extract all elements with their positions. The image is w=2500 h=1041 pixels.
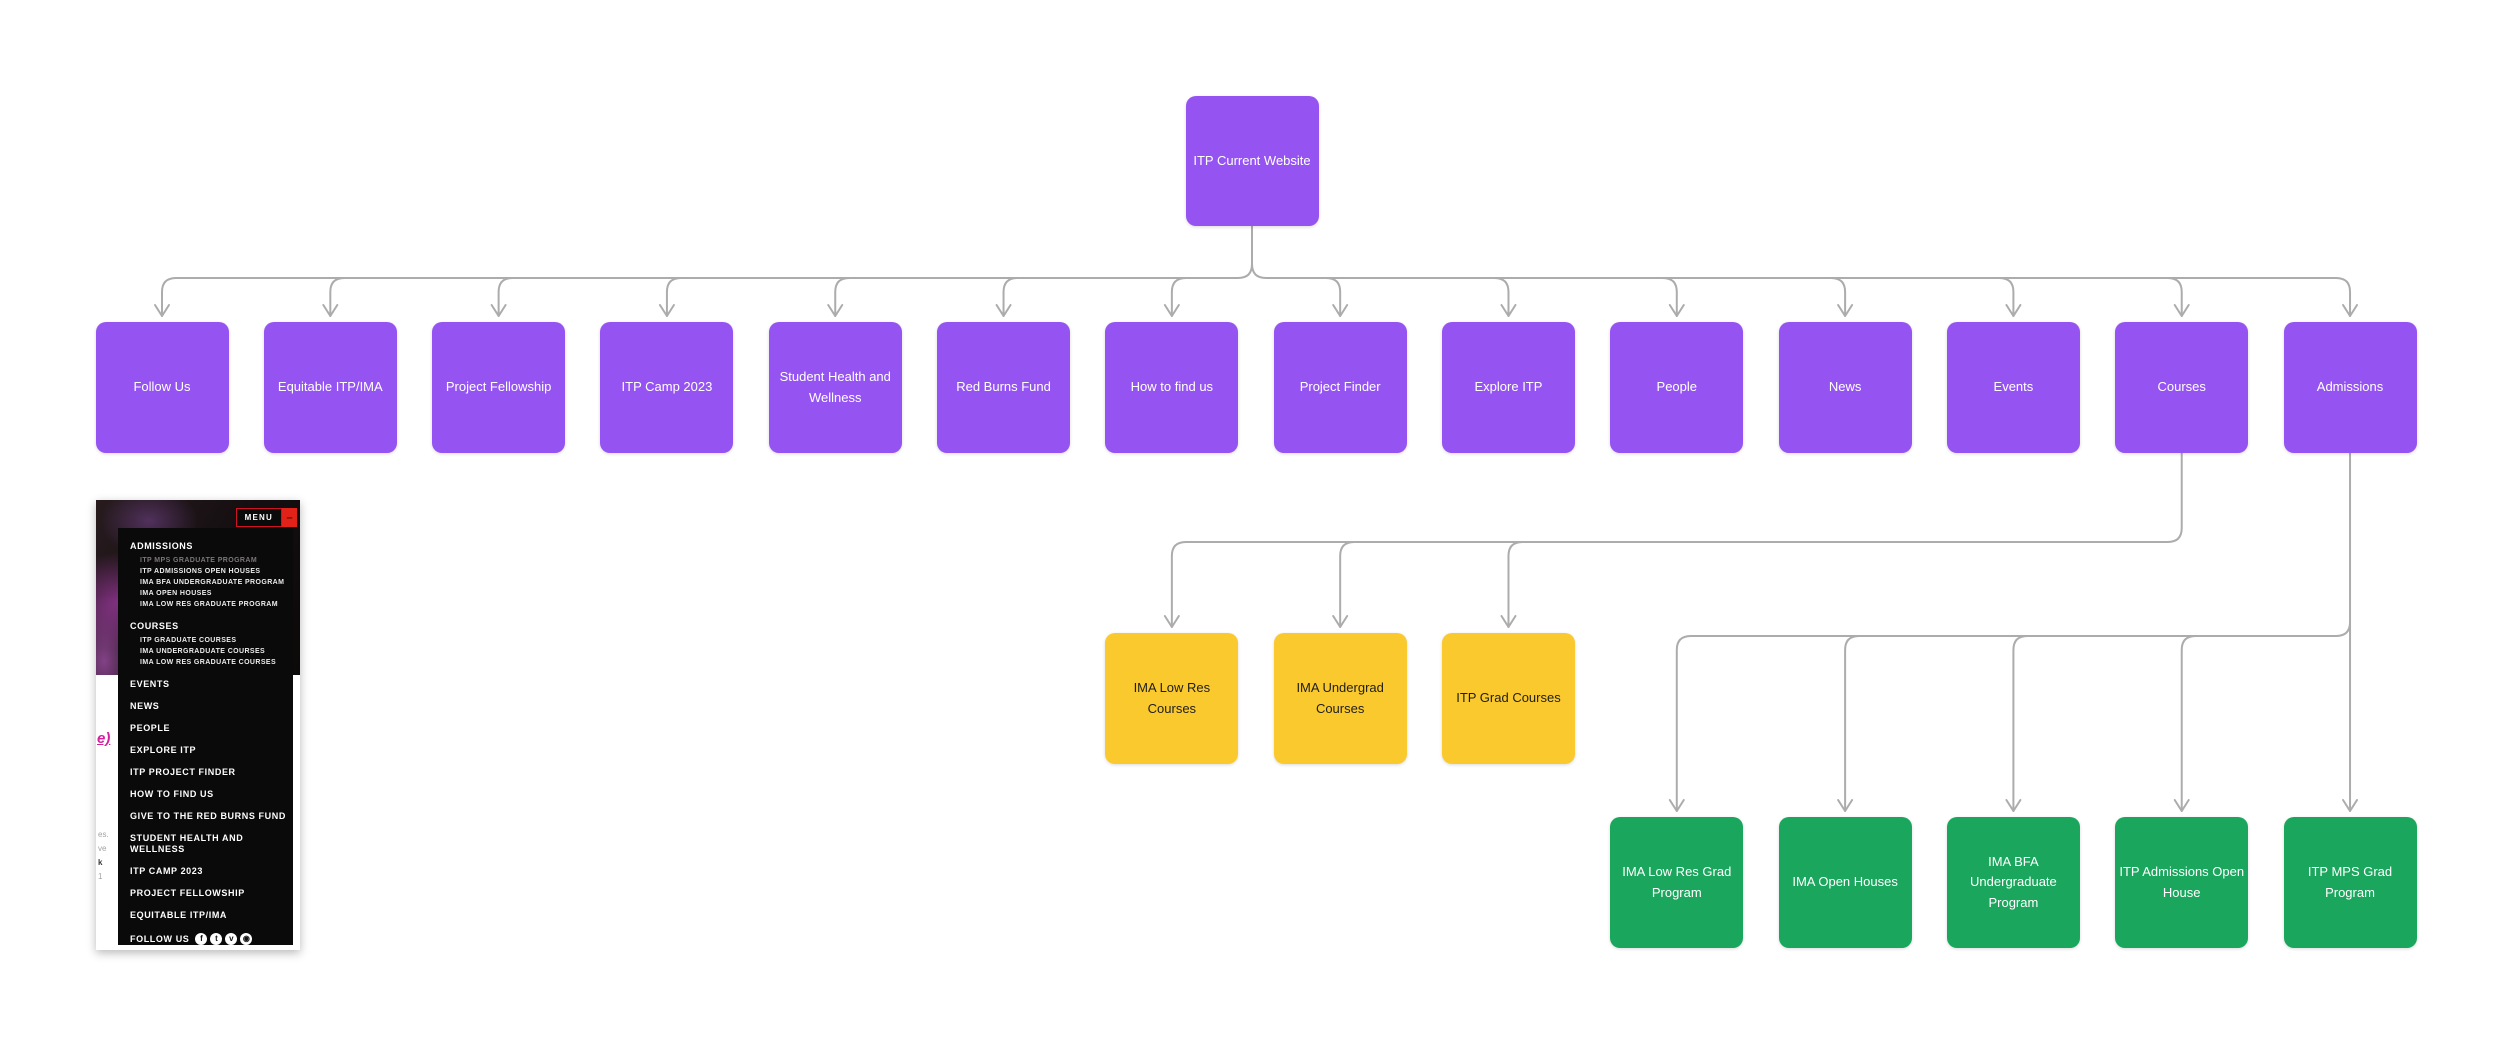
page-text-fragments: es. ve k 1: [98, 828, 109, 884]
menu-subitem-itp-admissions-open-houses: ITP ADMISSIONS OPEN HOUSES: [140, 568, 261, 575]
node-itp-current-website[interactable]: ITP Current Website: [1185, 96, 1319, 226]
page-fragment: es.: [98, 830, 109, 839]
node-label: ITP Camp 2023: [621, 379, 713, 395]
menu-subitems: ITP GRADUATE COURSES IMA UNDERGRADUATE CO…: [140, 635, 287, 668]
node-label: Project Finder: [1299, 379, 1381, 395]
node-how-to-find-us[interactable]: How to find us: [1105, 322, 1239, 453]
page-fragment: k: [98, 858, 103, 867]
instagram-icon: ◉: [240, 933, 253, 945]
node-label: IMA Open Houses: [1792, 874, 1898, 890]
node-label: IMA Low Res Courses: [1133, 680, 1211, 716]
menu-item-itp-camp-2023: ITP CAMP 2023: [130, 866, 203, 876]
page-fragment: ve: [98, 844, 107, 853]
twitter-icon: t: [210, 933, 223, 945]
node-label: News: [1828, 379, 1862, 395]
site-menu-panel: ADMISSIONS ITP MPS GRADUATE PROGRAM ITP AD…: [118, 528, 293, 945]
page-fragment: 1: [98, 872, 103, 881]
node-label: Equitable ITP/IMA: [277, 379, 383, 395]
node-people[interactable]: People: [1610, 322, 1744, 453]
node-courses[interactable]: Courses: [2115, 322, 2249, 453]
menu-subitem-itp-mps-graduate-program: ITP MPS GRADUATE PROGRAM: [140, 557, 258, 564]
node-label: Explore ITP: [1474, 379, 1543, 395]
menu-subitem-ima-bfa-undergraduate-program: IMA BFA UNDERGRADUATE PROGRAM: [140, 579, 285, 586]
node-itp-mps-grad-program[interactable]: ITP MPS Grad Program: [2283, 817, 2417, 948]
menu-subitem-ima-low-res-graduate-program: IMA LOW RES GRADUATE PROGRAM: [140, 601, 278, 608]
menu-item-equitable-itp-ima: EQUITABLE ITP/IMA: [130, 910, 228, 920]
menu-subitem-itp-graduate-courses: ITP GRADUATE COURSES: [140, 637, 237, 644]
node-label: Follow Us: [133, 379, 191, 395]
node-ima-low-res-courses[interactable]: IMA Low Res Courses: [1105, 633, 1239, 764]
menu-subitem-ima-undergraduate-courses: IMA UNDERGRADUATE COURSES: [140, 648, 266, 655]
menu-item-give-to-the-red-burns-fund: GIVE TO THE RED BURNS FUND: [130, 811, 286, 821]
node-follow-us[interactable]: Follow Us: [95, 322, 229, 453]
node-student-health-and-wellness[interactable]: Student Health and Wellness: [768, 322, 902, 453]
node-label: How to find us: [1130, 379, 1214, 395]
node-ima-bfa-undergraduate-program[interactable]: IMA BFA Undergraduate Program: [1946, 817, 2080, 948]
node-project-finder[interactable]: Project Finder: [1273, 322, 1407, 453]
node-label: IMA BFA Undergraduate Program: [1970, 854, 2057, 910]
node-ima-low-res-grad-program[interactable]: IMA Low Res Grad Program: [1610, 817, 1744, 948]
node-ima-undergrad-courses[interactable]: IMA Undergrad Courses: [1273, 633, 1407, 764]
node-project-fellowship[interactable]: Project Fellowship: [432, 322, 566, 453]
node-itp-admissions-open-house[interactable]: ITP Admissions Open House: [2115, 817, 2249, 948]
node-label: People: [1656, 379, 1698, 395]
node-label: IMA Undergrad Courses: [1296, 680, 1384, 716]
node-label: Student Health and Wellness: [779, 369, 891, 405]
node-label: Events: [1993, 379, 2034, 395]
menu-item-events: EVENTS: [130, 679, 170, 689]
node-admissions[interactable]: Admissions: [2283, 322, 2417, 453]
website-screenshot-thumbnail[interactable]: e) es. ve k 1 MENU – ADMISSIONS ITP MPS GRAD…: [96, 500, 300, 950]
node-label: ITP Grad Courses: [1456, 690, 1561, 706]
menu-item-news: NEWS: [130, 701, 160, 711]
node-label: Project Fellowship: [445, 379, 552, 395]
menu-item-courses: COURSES: [130, 621, 179, 631]
menu-item-people: PEOPLE: [130, 723, 171, 733]
node-red-burns-fund[interactable]: Red Burns Fund: [937, 322, 1071, 453]
node-label: Red Burns Fund: [956, 379, 1051, 395]
facebook-icon: f: [195, 933, 208, 945]
menu-item-how-to-find-us: HOW TO FIND US: [130, 789, 214, 799]
node-ima-open-houses[interactable]: IMA Open Houses: [1778, 817, 1912, 948]
follow-us-label: FOLLOW US: [130, 934, 190, 944]
menu-item-explore-itp: EXPLORE ITP: [130, 745, 197, 755]
site-logo-fragment: e): [97, 730, 111, 747]
node-label: Admissions: [2316, 379, 2384, 395]
menu-item-itp-project-finder: ITP PROJECT FINDER: [130, 767, 236, 777]
menu-item-project-fellowship: PROJECT FELLOWSHIP: [130, 888, 245, 898]
node-label: ITP Current Website: [1193, 152, 1311, 168]
menu-subitems: ITP MPS GRADUATE PROGRAM ITP ADMISSIONS O…: [140, 555, 287, 610]
node-label: Courses: [2157, 379, 2206, 395]
node-equitable-itp-ima[interactable]: Equitable ITP/IMA: [263, 322, 397, 453]
node-label: IMA Low Res Grad Program: [1622, 864, 1732, 900]
node-itp-grad-courses[interactable]: ITP Grad Courses: [1441, 633, 1575, 764]
menu-button-label: MENU: [235, 508, 282, 527]
node-label: ITP Admissions Open House: [2119, 864, 2245, 900]
vimeo-icon: v: [225, 933, 238, 945]
menu-close-icon: –: [282, 508, 297, 527]
menu-subitem-ima-open-houses: IMA OPEN HOUSES: [140, 590, 212, 597]
node-label: ITP MPS Grad Program: [2307, 864, 2393, 900]
menu-item-admissions: ADMISSIONS: [130, 541, 194, 551]
menu-button: MENU –: [235, 508, 297, 527]
menu-item-student-health-and-wellness: STUDENT HEALTH AND WELLNESS: [130, 833, 244, 854]
menu-subitem-ima-low-res-graduate-courses: IMA LOW RES GRADUATE COURSES: [140, 659, 277, 666]
node-itp-camp-2023[interactable]: ITP Camp 2023: [600, 322, 734, 453]
node-explore-itp[interactable]: Explore ITP: [1441, 322, 1575, 453]
node-news[interactable]: News: [1778, 322, 1912, 453]
node-events[interactable]: Events: [1946, 322, 2080, 453]
